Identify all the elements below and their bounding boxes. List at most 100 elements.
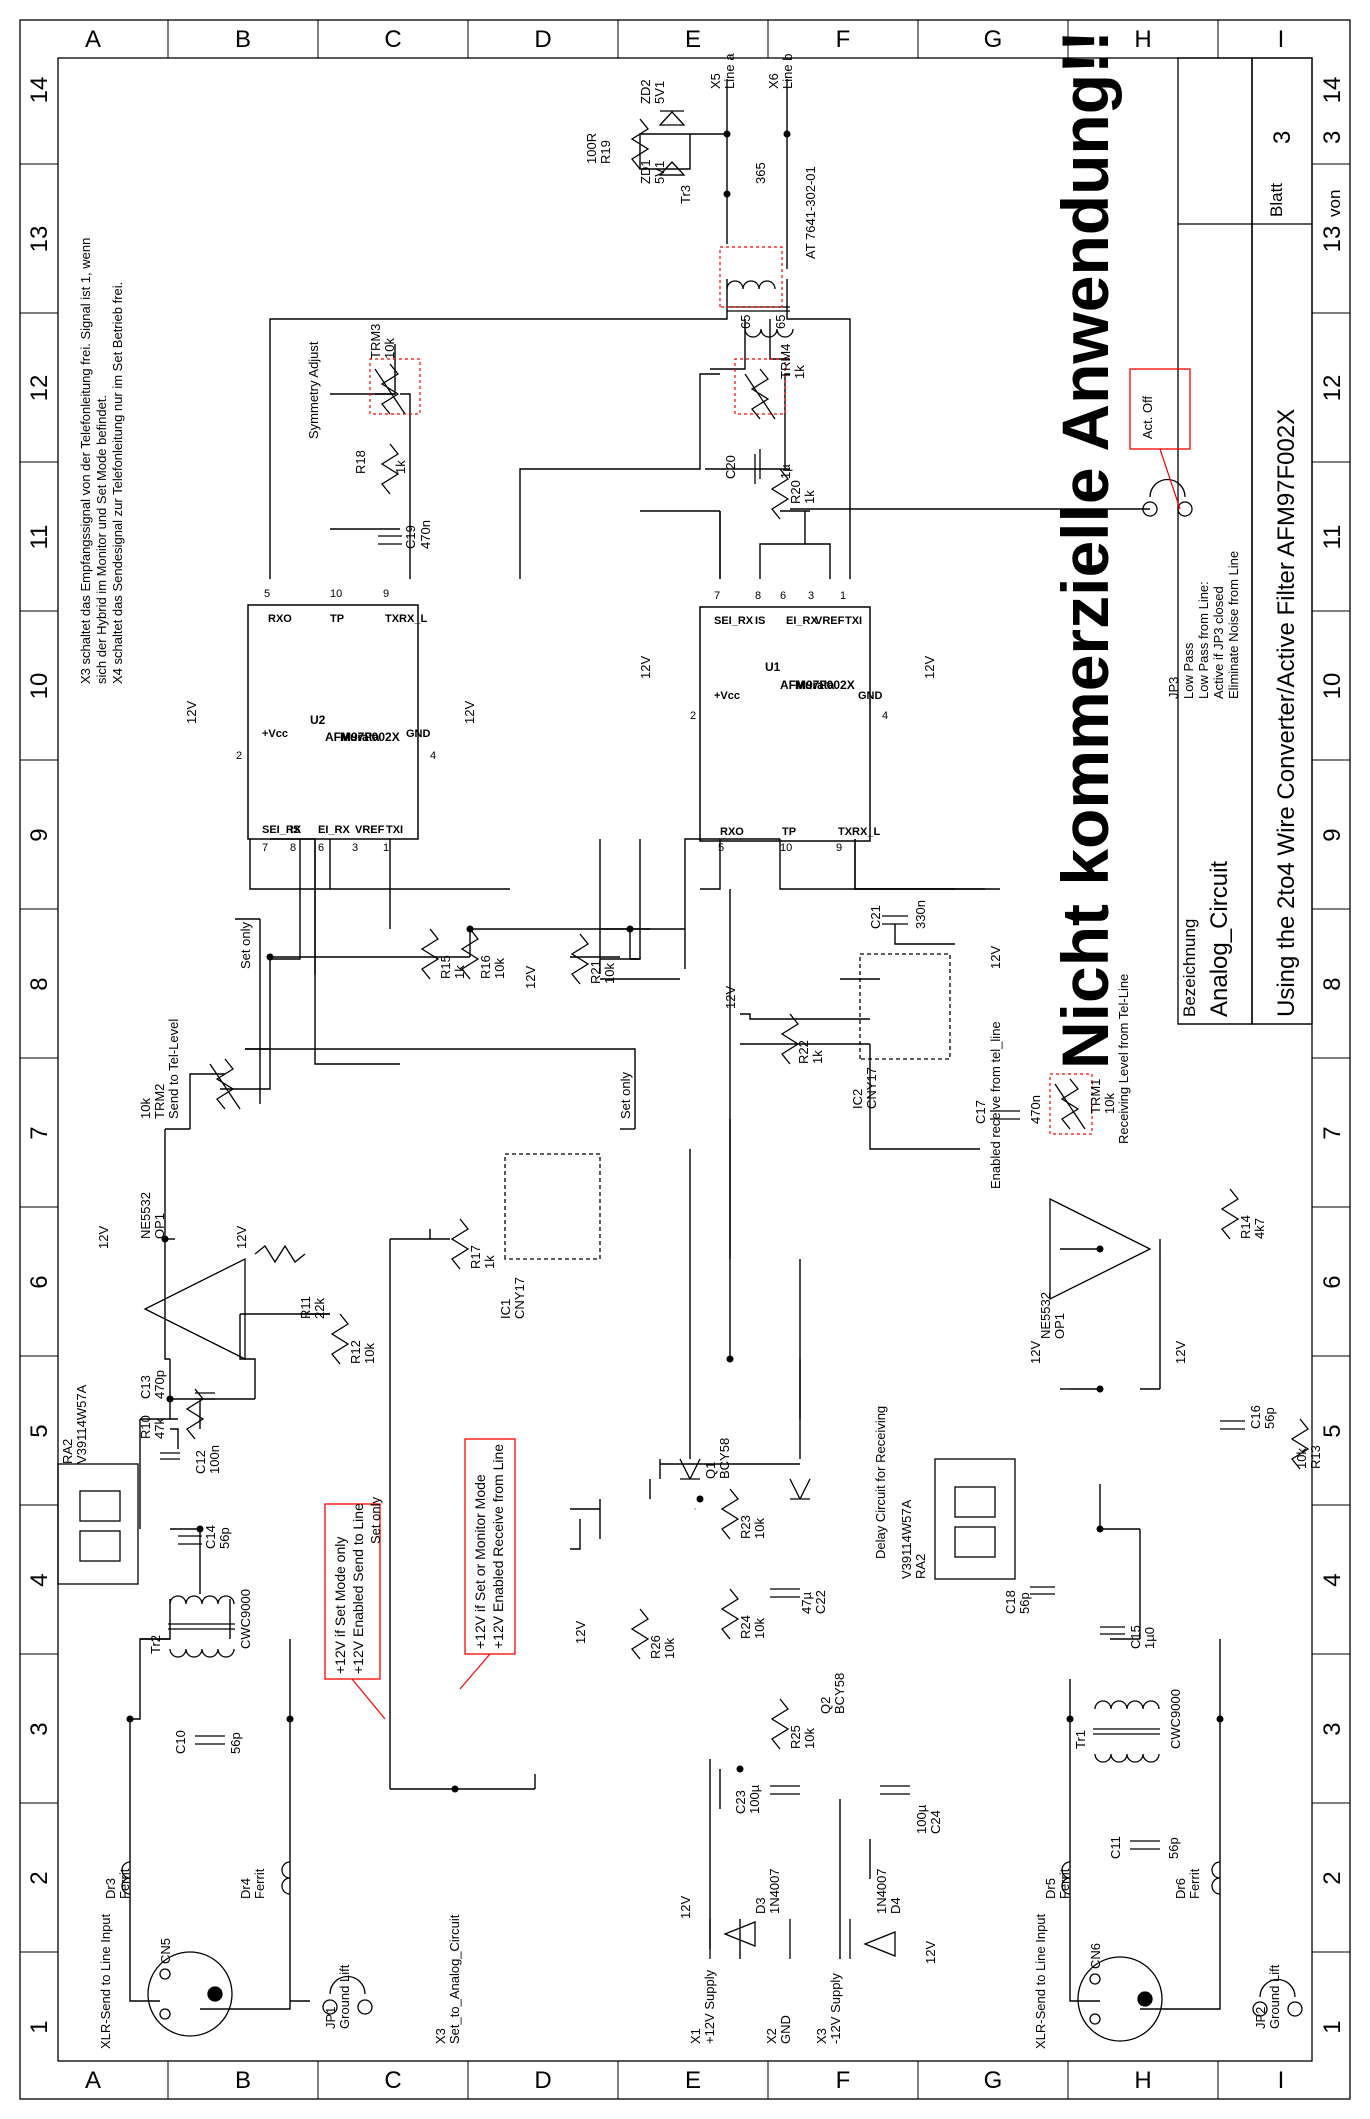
von-value: 3 xyxy=(1319,131,1346,144)
label-c12: C12 xyxy=(193,1450,208,1474)
row-label: F xyxy=(836,2067,851,2094)
label-ic2-note: Enabled receive from tel_line xyxy=(988,1021,1003,1189)
label-ra2a: RA2 xyxy=(60,1439,75,1464)
power-d4: 12V xyxy=(923,1941,938,1964)
label-dr5-val: Ferrit xyxy=(1057,1868,1072,1899)
jumper-jp3 xyxy=(1142,501,1158,517)
jp3-description: JP3 Low Pass Low Pass from Line: Active … xyxy=(1166,551,1241,699)
label-delay: Delay Circuit for Receiving xyxy=(873,1406,888,1559)
u2-pin-tp: TP xyxy=(330,613,344,625)
u1-pinnum: 8 xyxy=(755,590,761,602)
label-c22-val: 47µ xyxy=(799,1592,814,1614)
callout-send-line2: +12V Enabled Send to Line xyxy=(350,1503,366,1674)
label-c13: C13 xyxy=(138,1375,153,1399)
wiring xyxy=(129,79,1221,2010)
resistor-r11 xyxy=(254,1244,306,1264)
capacitor-c10 xyxy=(195,1735,225,1745)
col-label: 7 xyxy=(1319,1126,1346,1139)
label-r25: R25 xyxy=(788,1725,803,1749)
label-r10: R10 xyxy=(138,1415,153,1439)
u2-pinnum: 7 xyxy=(262,842,268,854)
label-c20-val: 1µ xyxy=(778,464,793,479)
row-label: I xyxy=(1278,2067,1285,2094)
capacitor-c16 xyxy=(1220,1420,1245,1430)
trimmer-trm3 xyxy=(380,363,400,415)
col-label: 3 xyxy=(1319,1722,1346,1735)
label-tr3-65a: 65 xyxy=(738,315,753,329)
resistor-r18 xyxy=(380,443,400,495)
label-r19: R19 xyxy=(598,140,613,164)
capacitor-c15 xyxy=(1100,1626,1125,1635)
label-dr6: Dr6 xyxy=(1173,1878,1188,1899)
notes: X3 schaltet das Empfangssignal von der T… xyxy=(78,238,125,684)
label-set-only-3: Set only xyxy=(368,1497,383,1544)
col-label: 9 xyxy=(26,828,53,841)
jumper-jp1 xyxy=(322,1999,338,2015)
u1-pinnum: 9 xyxy=(836,842,842,854)
label-x3-net: Set_to_Analog_Circuit xyxy=(447,1914,462,2044)
label-c20: C20 xyxy=(723,455,738,479)
col-label: 14 xyxy=(1319,77,1346,104)
capacitor-c22 xyxy=(770,1588,800,1598)
label-ic1-part: CNY17 xyxy=(512,1277,527,1319)
label-c19: C19 xyxy=(403,525,418,549)
callout-jp3-state: Act. Off xyxy=(1140,396,1155,439)
relay-ra2b xyxy=(934,1458,1016,1580)
power-r22: 12V xyxy=(723,986,738,1009)
capacitor-c12 xyxy=(160,1452,180,1460)
u2-pinnum: 8 xyxy=(290,842,296,854)
note-line: X3 schaltet das Empfangssignal von der T… xyxy=(78,238,93,684)
col-label: 1 xyxy=(1319,2020,1346,2033)
trimmer-trm4 xyxy=(750,368,770,420)
label-c24-val: 100µ xyxy=(914,1804,929,1834)
label-x1: X1 xyxy=(688,2028,703,2044)
label-op1b: OP1 xyxy=(1052,1313,1067,1339)
label-cwc-a: CWC9000 xyxy=(238,1589,253,1649)
col-label: 11 xyxy=(26,525,53,550)
label-x6: X6 xyxy=(766,73,781,89)
u2-pin-txi: TXI xyxy=(386,824,403,836)
u2-pinnum: 10 xyxy=(330,588,342,600)
label-jp1: JP1 xyxy=(323,2007,338,2029)
label-c24: C24 xyxy=(928,1810,943,1834)
col-label: 2 xyxy=(1319,1871,1346,1884)
row-label: A xyxy=(85,26,101,53)
title-block: Bezeichnung Analog_Circuit Using the 2to… xyxy=(1177,57,1346,1025)
label-c11-val: 56p xyxy=(1166,1837,1181,1859)
capacitor-c11 xyxy=(1130,1840,1160,1850)
jp3-line: Active if JP3 closed xyxy=(1211,586,1226,699)
optocoupler-ic2 xyxy=(859,953,951,1060)
capacitor-c13 xyxy=(195,1392,215,1400)
u2-ref: U2 xyxy=(310,713,326,727)
capacitor-c17 xyxy=(990,1110,1020,1120)
col-label: 12 xyxy=(26,375,53,402)
col-label: 14 xyxy=(26,77,53,104)
label-c16: C16 xyxy=(1248,1405,1263,1429)
label-c13-val: 470p xyxy=(152,1370,167,1399)
label-c10: C10 xyxy=(173,1730,188,1754)
optocoupler-ic1 xyxy=(504,1153,601,1260)
row-label: I xyxy=(1278,26,1285,53)
adjustment-markers xyxy=(369,246,1093,1135)
label-cn6: CN6 xyxy=(1088,1943,1103,1969)
label-zd1: ZD1 xyxy=(638,159,653,184)
col-label: 11 xyxy=(1319,525,1346,550)
col-label: 8 xyxy=(1319,977,1346,990)
u2-pin-txrx: TXRX_L xyxy=(385,613,427,625)
jumper-jp2 xyxy=(1252,2001,1268,2017)
callout-jp3: Act. Off xyxy=(1129,368,1191,510)
resistor-r26 xyxy=(630,1608,650,1660)
label-ra2b-part: V39114W57A xyxy=(899,1499,914,1579)
junction-dots xyxy=(126,130,1224,1793)
label-r15-val: 1k xyxy=(452,965,467,979)
label-r19-val: 100R xyxy=(584,133,599,164)
power-op1b-pos: 12V xyxy=(1028,1341,1043,1364)
label-c15: C15 xyxy=(1128,1625,1143,1649)
component-symbols xyxy=(57,110,1310,2042)
u1-pin-txrx: TXRX_L xyxy=(838,826,880,838)
resistor-r20 xyxy=(770,468,790,520)
capacitor-c23 xyxy=(770,1785,800,1795)
power-r15: 12V xyxy=(523,966,538,989)
label-r24: R24 xyxy=(738,1615,753,1639)
label-x3: X3 xyxy=(433,2028,448,2044)
